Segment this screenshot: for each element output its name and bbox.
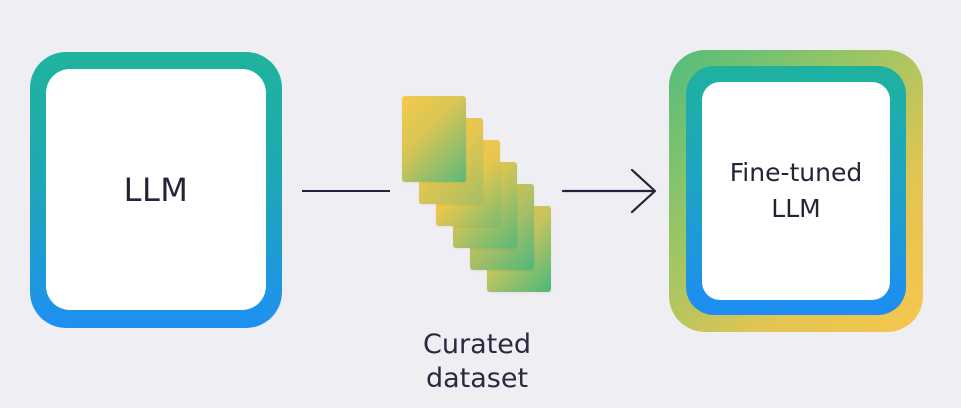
fine-tuned-llm-node-inner: Fine-tuned LLM [702,82,890,300]
llm-label: LLM [123,170,189,209]
dataset-label-text: Curated dataset [423,329,531,394]
dataset-card [402,96,466,182]
right-arrow-icon [561,168,657,214]
llm-node-inner: LLM [46,69,266,310]
fine-tuned-llm-label: Fine-tuned LLM [729,158,863,223]
connector-line [302,190,390,192]
dataset-label: Curated dataset [392,328,562,396]
llm-node: LLM [30,52,282,328]
